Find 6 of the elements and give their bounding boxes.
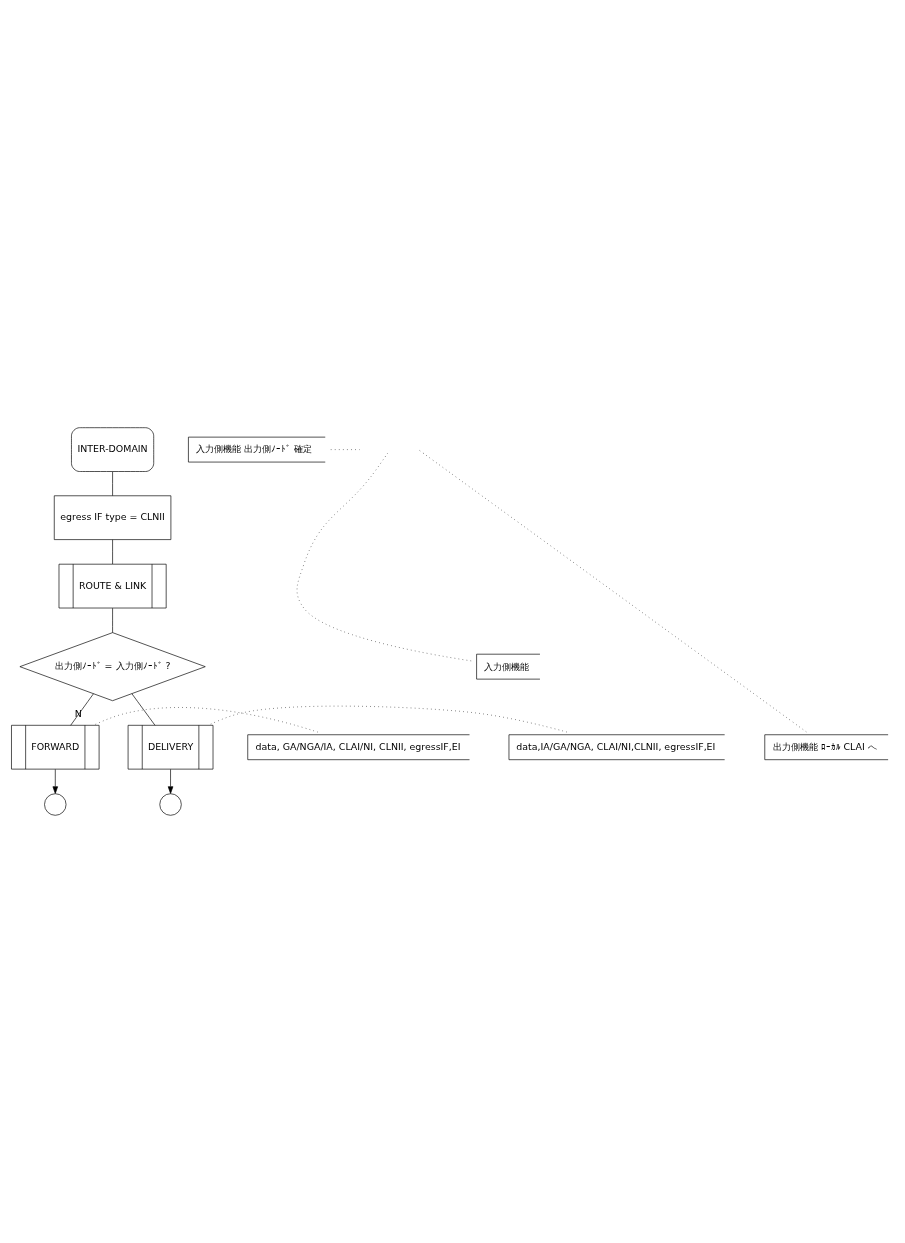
- node-text: 入力側機能: [484, 660, 530, 672]
- node-text: 入力側機能 出力側ﾉｰﾄﾞ 確定: [196, 443, 313, 455]
- node-text: 出力側機能 ﾛｰｶﾙ CLAI へ: [772, 741, 877, 753]
- node-text: data, GA/NGA/IA, CLAI/NI, CLNII, egressIF,EI: [255, 741, 461, 753]
- edge-label: N: [74, 708, 82, 720]
- node-text: data,IA/GA/NGA, CLAI/NI,CLNII, egressIF,EI: [516, 741, 716, 753]
